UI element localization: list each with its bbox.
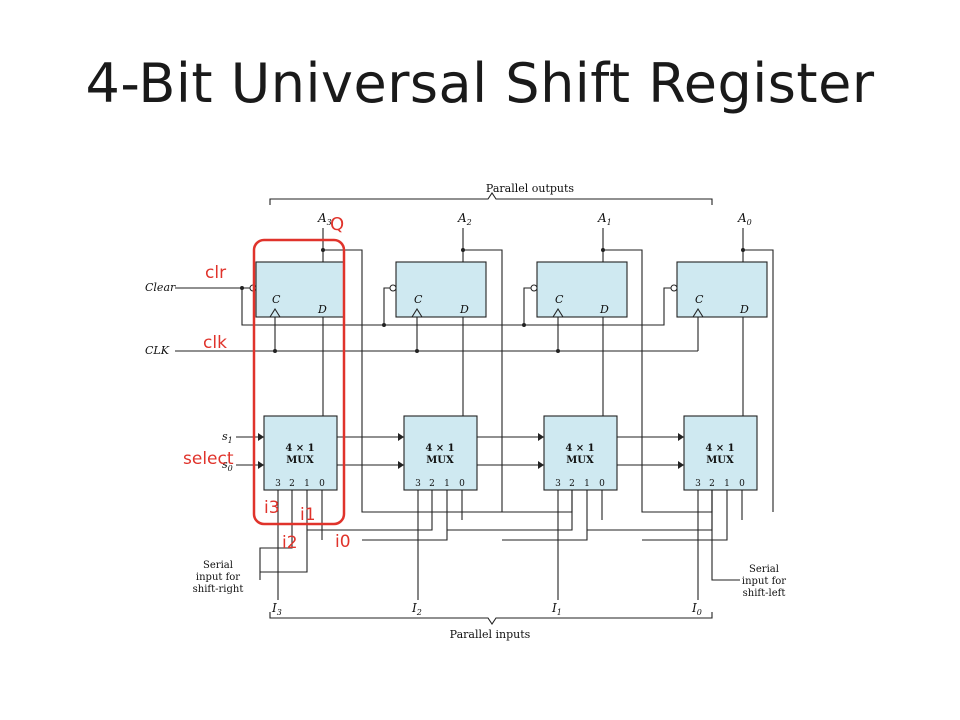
clk-line: CLK xyxy=(145,317,699,357)
svg-text:4 × 1: 4 × 1 xyxy=(705,443,734,454)
s1-label: s1 xyxy=(222,430,233,445)
svg-text:2: 2 xyxy=(429,479,435,489)
clear-label: Clear xyxy=(145,281,176,294)
svg-text:Serial: Serial xyxy=(749,564,779,575)
svg-text:D: D xyxy=(739,303,749,316)
input-label-i0: I0 xyxy=(691,601,702,617)
flip-flop-1: C D xyxy=(536,261,628,318)
svg-text:2: 2 xyxy=(569,479,575,489)
mux-0: 4 × 1 MUX 3 2 1 0 xyxy=(683,415,758,491)
svg-text:0: 0 xyxy=(459,479,465,489)
svg-text:MUX: MUX xyxy=(426,455,454,466)
svg-text:3: 3 xyxy=(275,479,281,489)
parallel-inputs-label: Parallel inputs xyxy=(450,628,531,641)
input-label-i2: I2 xyxy=(411,601,422,617)
annotation-select: select xyxy=(183,449,234,469)
svg-text:0: 0 xyxy=(739,479,745,489)
svg-text:input for: input for xyxy=(196,572,240,583)
svg-text:shift-right: shift-right xyxy=(193,584,244,595)
svg-text:3: 3 xyxy=(555,479,561,489)
parallel-outputs-brace: Parallel outputs xyxy=(269,182,713,205)
annotation-i3: i3 xyxy=(264,498,280,518)
input-labels: I3 I2 I1 I0 xyxy=(271,601,702,617)
svg-text:2: 2 xyxy=(289,479,295,489)
svg-text:Serial: Serial xyxy=(203,560,233,571)
svg-text:MUX: MUX xyxy=(566,455,594,466)
svg-text:2: 2 xyxy=(709,479,715,489)
mux-2: 4 × 1 MUX 3 2 1 0 xyxy=(403,415,478,491)
annotation-clk: clk xyxy=(203,333,227,353)
parallel-inputs-brace: Parallel inputs xyxy=(269,612,713,641)
annotations: Q clr clk select i3 i1 i2 i0 xyxy=(183,214,351,553)
svg-text:1: 1 xyxy=(584,479,590,489)
svg-text:input for: input for xyxy=(742,576,786,587)
svg-text:3: 3 xyxy=(415,479,421,489)
annotation-q: Q xyxy=(330,214,344,235)
mux-1: 4 × 1 MUX 3 2 1 0 xyxy=(543,415,618,491)
highlight-box xyxy=(252,238,346,526)
svg-text:D: D xyxy=(317,303,327,316)
svg-text:4 × 1: 4 × 1 xyxy=(285,443,314,454)
svg-text:4 × 1: 4 × 1 xyxy=(425,443,454,454)
s0-label: s0 xyxy=(222,458,233,473)
output-label-a3: A3 xyxy=(317,211,332,227)
mux-input-wires xyxy=(259,490,743,600)
flip-flop-0: C D xyxy=(676,261,768,318)
svg-text:C: C xyxy=(555,293,564,306)
parallel-outputs-label: Parallel outputs xyxy=(486,182,575,195)
input-label-i3: I3 xyxy=(271,601,282,617)
serial-right-input: Serial input for shift-right xyxy=(193,560,244,595)
input-label-i1: I1 xyxy=(551,601,562,617)
annotation-i2: i2 xyxy=(282,533,298,553)
output-labels: A3 A2 A1 A0 xyxy=(317,211,752,227)
svg-text:0: 0 xyxy=(319,479,325,489)
svg-text:1: 1 xyxy=(724,479,730,489)
mux-3: 4 × 1 MUX 3 2 1 0 xyxy=(263,415,338,491)
svg-text:1: 1 xyxy=(304,479,310,489)
svg-text:0: 0 xyxy=(599,479,605,489)
output-label-a1: A1 xyxy=(597,211,612,227)
svg-text:4 × 1: 4 × 1 xyxy=(565,443,594,454)
select-lines: s1 s0 xyxy=(222,430,684,473)
page-title: 4-Bit Universal Shift Register xyxy=(85,52,875,115)
svg-text:C: C xyxy=(695,293,704,306)
serial-left-input: Serial input for shift-left xyxy=(742,564,786,599)
svg-text:D: D xyxy=(599,303,609,316)
svg-text:3: 3 xyxy=(695,479,701,489)
output-label-a0: A0 xyxy=(737,211,752,227)
annotation-i0: i0 xyxy=(335,532,351,552)
mux-to-d-wires xyxy=(322,317,744,416)
svg-text:C: C xyxy=(272,293,281,306)
flip-flop-2: C D xyxy=(395,261,487,318)
flip-flop-3: C D xyxy=(255,261,345,318)
svg-text:C: C xyxy=(414,293,423,306)
svg-text:1: 1 xyxy=(444,479,450,489)
output-label-a2: A2 xyxy=(457,211,472,227)
clk-label: CLK xyxy=(145,344,170,357)
svg-text:D: D xyxy=(459,303,469,316)
svg-text:MUX: MUX xyxy=(706,455,734,466)
svg-text:shift-left: shift-left xyxy=(743,588,786,599)
svg-text:MUX: MUX xyxy=(286,455,314,466)
annotation-clr: clr xyxy=(205,263,226,283)
output-wires xyxy=(321,228,745,262)
annotation-i1: i1 xyxy=(300,505,316,525)
